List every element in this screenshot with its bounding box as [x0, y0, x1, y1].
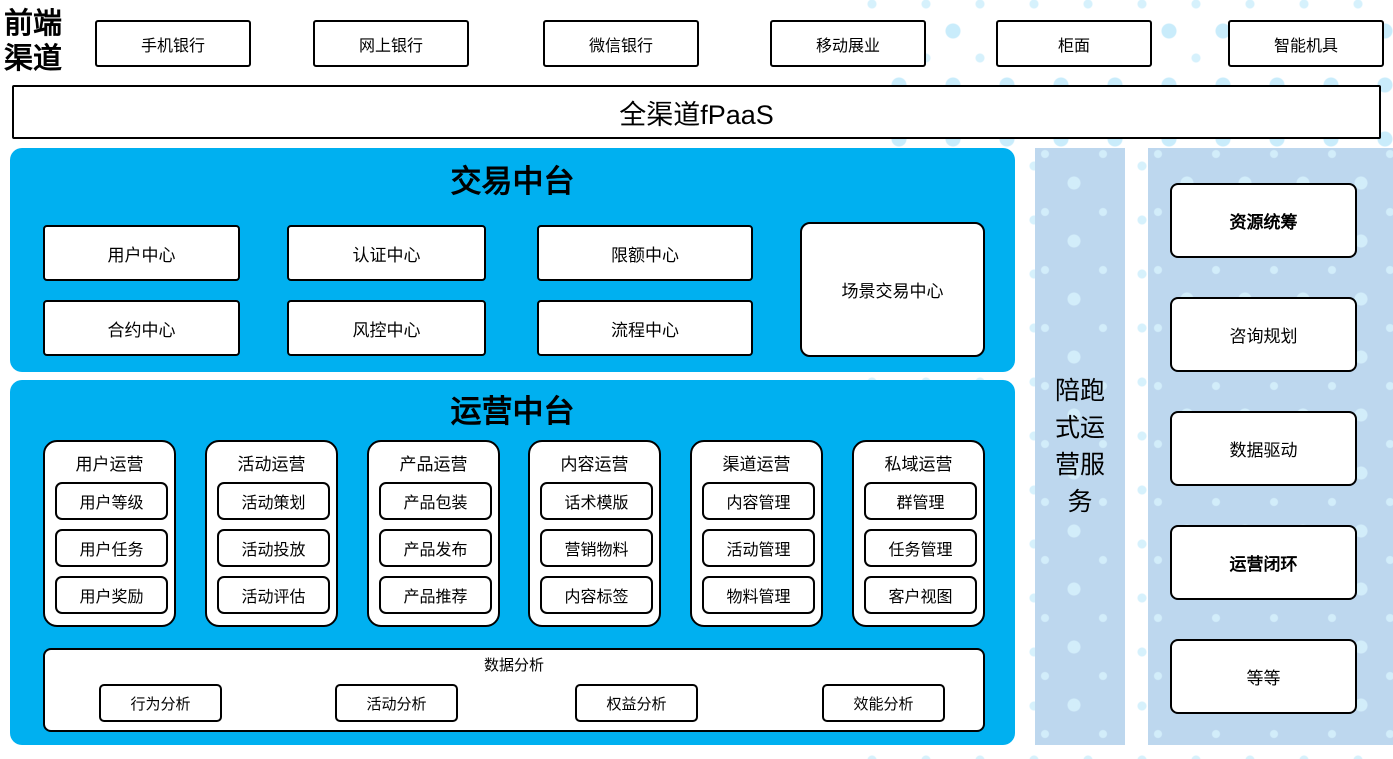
group-item: 内容标签 [540, 576, 653, 614]
transaction-platform-panel: 交易中台 用户中心 认证中心 限额中心 合约中心 风控中心 流程中心 场景交易中… [10, 148, 1015, 372]
operation-platform-title: 运营中台 [450, 394, 575, 430]
group-item: 用户等级 [55, 482, 168, 520]
group-title: 产品运营 [399, 455, 468, 474]
group-item: 用户任务 [55, 529, 168, 567]
channel-box-mobile-sales: 移动展业 [770, 20, 926, 67]
transaction-platform-title: 交易中台 [450, 164, 575, 200]
group-item: 客户视图 [864, 576, 977, 614]
fpaas-bar: 全渠道fPaaS [12, 85, 1381, 139]
group-card-channel-operation: 渠道运营 内容管理 活动管理 物料管理 [690, 440, 823, 627]
group-item: 任务管理 [864, 529, 977, 567]
center-box-process: 流程中心 [537, 300, 753, 356]
analysis-box-behavior: 行为分析 [99, 684, 222, 722]
group-item: 活动管理 [702, 529, 815, 567]
center-box-risk: 风控中心 [287, 300, 486, 356]
group-card-private-domain-operation: 私域运营 群管理 任务管理 客户视图 [852, 440, 985, 627]
group-title: 内容运营 [560, 455, 629, 474]
accompanying-service-column: 陪跑式运营服务 [1035, 148, 1125, 745]
group-item: 产品发布 [379, 529, 492, 567]
service-items-column: 资源统筹 咨询规划 数据驱动 运营闭环 等等 [1148, 148, 1393, 745]
service-box-resource-planning: 资源统筹 [1170, 183, 1357, 258]
data-analysis-title: 数据分析 [483, 657, 544, 674]
channel-box-counter: 柜面 [996, 20, 1152, 67]
channel-box-smart-machine: 智能机具 [1228, 20, 1384, 67]
group-card-user-operation: 用户运营 用户等级 用户任务 用户奖励 [43, 440, 176, 627]
group-title: 用户运营 [75, 455, 144, 474]
analysis-box-efficiency: 效能分析 [822, 684, 945, 722]
group-item: 活动评估 [217, 576, 330, 614]
front-channels-label: 前端渠道 [4, 6, 63, 75]
center-box-auth: 认证中心 [287, 225, 486, 281]
channel-box-wechat-banking: 微信银行 [543, 20, 699, 67]
center-box-contract: 合约中心 [43, 300, 240, 356]
service-box-consulting-planning: 咨询规划 [1170, 297, 1357, 372]
channel-box-mobile-banking: 手机银行 [95, 20, 251, 67]
group-item: 内容管理 [702, 482, 815, 520]
operation-platform-panel: 运营中台 用户运营 用户等级 用户任务 用户奖励 活动运营 活动策划 活动投放 … [10, 380, 1015, 745]
accompanying-service-label: 陪跑式运营服务 [1054, 376, 1105, 516]
service-box-etc: 等等 [1170, 639, 1357, 714]
group-item: 用户奖励 [55, 576, 168, 614]
group-title: 活动运营 [237, 455, 306, 474]
center-box-scenario-transaction: 场景交易中心 [800, 222, 985, 357]
analysis-box-rights: 权益分析 [575, 684, 698, 722]
group-item: 产品包装 [379, 482, 492, 520]
group-item: 话术模版 [540, 482, 653, 520]
channel-box-online-banking: 网上银行 [313, 20, 469, 67]
group-item: 物料管理 [702, 576, 815, 614]
center-box-limit: 限额中心 [537, 225, 753, 281]
service-box-data-driven: 数据驱动 [1170, 411, 1357, 486]
data-analysis-bar: 数据分析 行为分析 活动分析 权益分析 效能分析 [43, 648, 985, 732]
group-item: 群管理 [864, 482, 977, 520]
group-item: 营销物料 [540, 529, 653, 567]
group-title: 私域运营 [884, 455, 953, 474]
service-box-operation-loop: 运营闭环 [1170, 525, 1357, 600]
group-card-product-operation: 产品运营 产品包装 产品发布 产品推荐 [367, 440, 500, 627]
group-item: 产品推荐 [379, 576, 492, 614]
group-item: 活动投放 [217, 529, 330, 567]
center-box-user: 用户中心 [43, 225, 240, 281]
group-item: 活动策划 [217, 482, 330, 520]
group-card-content-operation: 内容运营 话术模版 营销物料 内容标签 [528, 440, 661, 627]
analysis-box-activity: 活动分析 [335, 684, 458, 722]
group-card-activity-operation: 活动运营 活动策划 活动投放 活动评估 [205, 440, 338, 627]
group-title: 渠道运营 [722, 455, 791, 474]
